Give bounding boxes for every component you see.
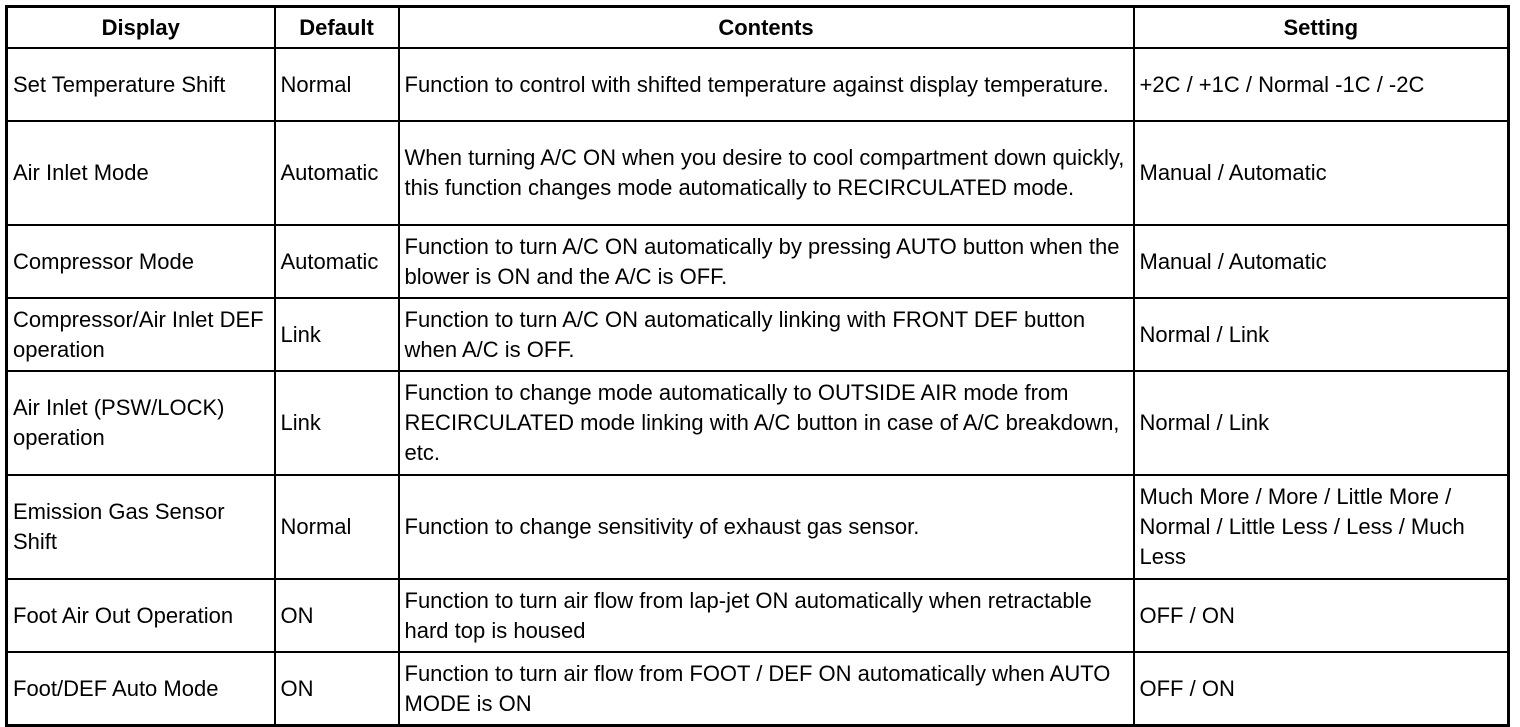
cell-display: Compressor/Air Inlet DEF operation bbox=[5, 297, 276, 372]
table-row: Air Inlet (PSW/LOCK) operation Link Func… bbox=[5, 370, 1510, 476]
cell-display: Compressor Mode bbox=[5, 224, 276, 299]
table-row: Foot/DEF Auto Mode ON Function to turn a… bbox=[5, 651, 1510, 727]
cell-setting: Normal / Link bbox=[1132, 297, 1510, 372]
cell-display: Set Temperature Shift bbox=[5, 47, 276, 122]
cell-contents: Function to turn A/C ON automatically li… bbox=[397, 297, 1135, 372]
table-row: Compressor Mode Automatic Function to tu… bbox=[5, 224, 1510, 299]
cell-display: Foot/DEF Auto Mode bbox=[5, 651, 276, 727]
cell-display: Air Inlet (PSW/LOCK) operation bbox=[5, 370, 276, 476]
table-row: Air Inlet Mode Automatic When turning A/… bbox=[5, 120, 1510, 226]
header-display: Display bbox=[5, 5, 276, 49]
cell-default: ON bbox=[273, 578, 400, 653]
cell-setting: OFF / ON bbox=[1132, 578, 1510, 653]
cell-default: Link bbox=[273, 370, 400, 476]
table-row: Set Temperature Shift Normal Function to… bbox=[5, 47, 1510, 122]
cell-setting: Normal / Link bbox=[1132, 370, 1510, 476]
cell-contents: Function to turn A/C ON automatically by… bbox=[397, 224, 1135, 299]
cell-contents: When turning A/C ON when you desire to c… bbox=[397, 120, 1135, 226]
cell-default: Normal bbox=[273, 474, 400, 580]
cell-display: Emission Gas Sensor Shift bbox=[5, 474, 276, 580]
cell-setting: Manual / Automatic bbox=[1132, 120, 1510, 226]
cell-contents: Function to turn air flow from lap-jet O… bbox=[397, 578, 1135, 653]
header-default: Default bbox=[273, 5, 400, 49]
cell-default: Normal bbox=[273, 47, 400, 122]
cell-default: Link bbox=[273, 297, 400, 372]
table-row: Emission Gas Sensor Shift Normal Functio… bbox=[5, 474, 1510, 580]
cell-contents: Function to turn air flow from FOOT / DE… bbox=[397, 651, 1135, 727]
cell-display: Air Inlet Mode bbox=[5, 120, 276, 226]
cell-default: ON bbox=[273, 651, 400, 727]
table-row: Foot Air Out Operation ON Function to tu… bbox=[5, 578, 1510, 653]
cell-display: Foot Air Out Operation bbox=[5, 578, 276, 653]
settings-table: Display Default Contents Setting Set Tem… bbox=[5, 5, 1510, 727]
cell-contents: Function to change mode automatically to… bbox=[397, 370, 1135, 476]
cell-setting: +2C / +1C / Normal -1C / -2C bbox=[1132, 47, 1510, 122]
cell-setting: OFF / ON bbox=[1132, 651, 1510, 727]
table-row: Compressor/Air Inlet DEF operation Link … bbox=[5, 297, 1510, 372]
cell-contents: Function to control with shifted tempera… bbox=[397, 47, 1135, 122]
header-row: Display Default Contents Setting bbox=[5, 5, 1510, 49]
cell-setting: Much More / More / Little More / Normal … bbox=[1132, 474, 1510, 580]
cell-default: Automatic bbox=[273, 224, 400, 299]
cell-default: Automatic bbox=[273, 120, 400, 226]
cell-contents: Function to change sensitivity of exhaus… bbox=[397, 474, 1135, 580]
table-header: Display Default Contents Setting bbox=[5, 5, 1510, 49]
header-contents: Contents bbox=[397, 5, 1135, 49]
header-setting: Setting bbox=[1132, 5, 1510, 49]
table-body: Set Temperature Shift Normal Function to… bbox=[5, 47, 1510, 727]
cell-setting: Manual / Automatic bbox=[1132, 224, 1510, 299]
